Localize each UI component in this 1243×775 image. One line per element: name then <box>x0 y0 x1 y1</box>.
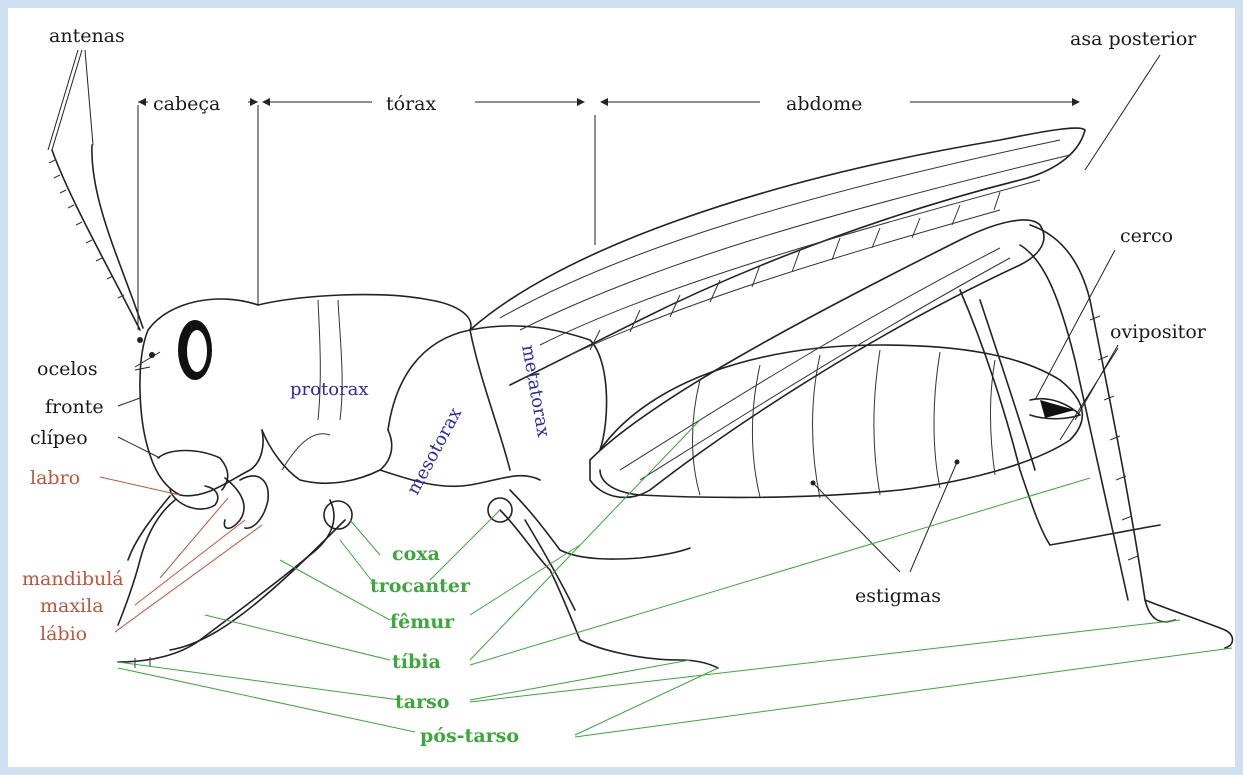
label-ocelos: ocelos <box>37 358 98 380</box>
label-ovipositor: ovipositor <box>1110 321 1207 343</box>
label-labro: labro <box>30 467 80 489</box>
front-coxa <box>324 501 352 529</box>
hind-femur <box>590 220 1044 497</box>
label-asa-posterior: asa posterior <box>1070 28 1197 50</box>
label-maxila: maxila <box>40 595 104 617</box>
pronotum-top <box>258 295 471 330</box>
palp <box>118 500 175 625</box>
clypeus <box>158 451 228 491</box>
grasshopper-diagram: antenas cabeça tórax abdome asa posterio… <box>8 8 1235 767</box>
label-metatorax: metatorax <box>517 343 554 438</box>
label-labio: lábio <box>40 623 87 645</box>
antenna-right <box>92 145 143 328</box>
label-tarso: tarso <box>395 691 449 713</box>
label-cerco: cerco <box>1120 225 1173 247</box>
diagram-panel: antenas cabeça tórax abdome asa posterio… <box>8 8 1235 767</box>
mesothorax <box>470 330 510 470</box>
pronotum-bottom <box>262 430 392 483</box>
label-mandibula: mandibulá <box>22 568 124 590</box>
label-protorax: protorax <box>290 379 369 400</box>
labels: antenas cabeça tórax abdome asa posterio… <box>22 25 1207 747</box>
label-cabeca: cabeça <box>153 93 220 115</box>
forewing <box>470 128 1085 385</box>
label-torax: tórax <box>386 93 436 115</box>
label-antenas: antenas <box>49 25 125 47</box>
hind-tarsus <box>1145 600 1233 648</box>
label-trocanter: trocanter <box>370 575 471 597</box>
mandible <box>224 478 244 528</box>
label-tibia: tíbia <box>392 651 441 673</box>
abdomen <box>600 345 1082 497</box>
hind-tibia <box>1030 225 1175 622</box>
antenna-left <box>52 150 140 330</box>
labrum <box>170 486 218 509</box>
label-coxa: coxa <box>392 543 440 565</box>
label-clipeo: clípeo <box>30 427 88 449</box>
leader-lines <box>48 50 1160 572</box>
grasshopper-drawing <box>49 128 1233 668</box>
label-fronte: fronte <box>45 396 104 418</box>
label-abdome: abdome <box>786 93 862 115</box>
label-estigmas: estigmas <box>855 585 941 607</box>
label-femur: fêmur <box>390 611 455 633</box>
label-pos-tarso: pós-tarso <box>420 725 519 747</box>
front-leg <box>118 500 334 662</box>
